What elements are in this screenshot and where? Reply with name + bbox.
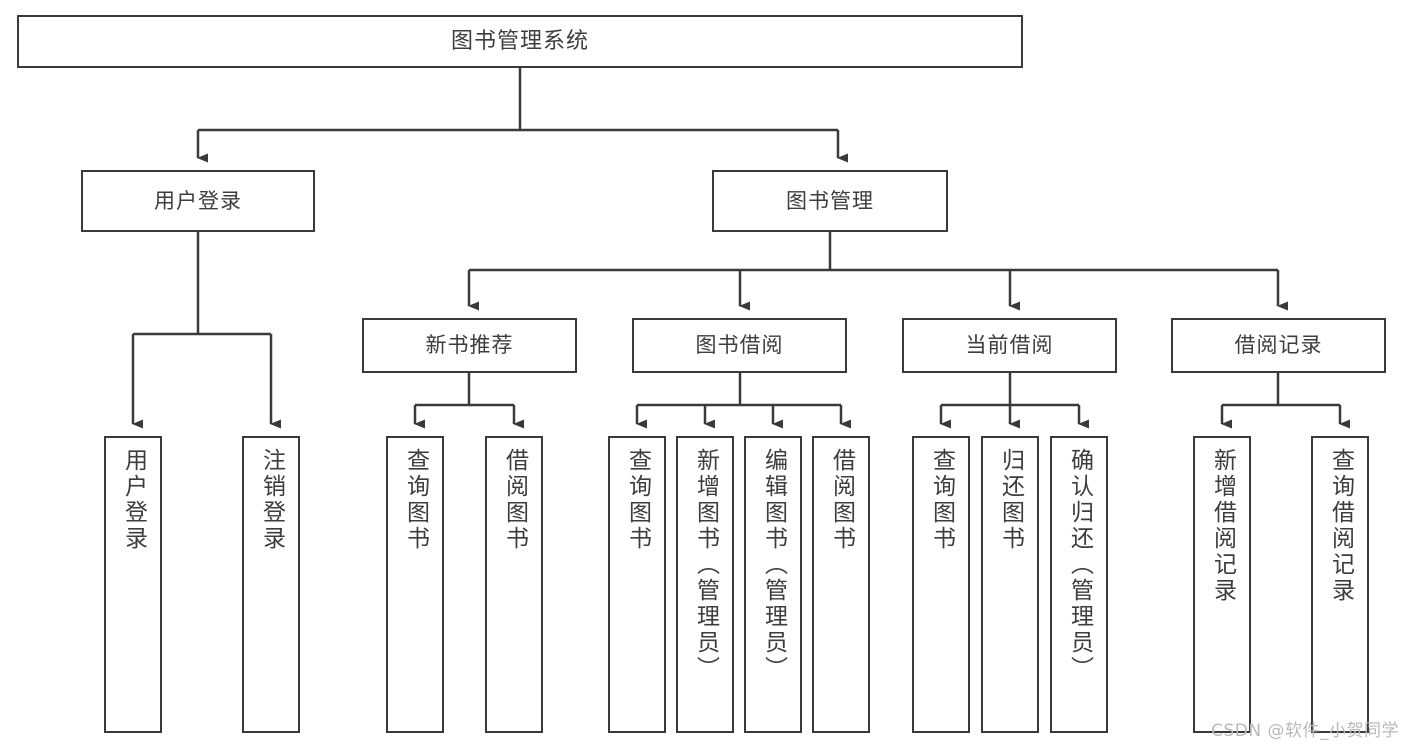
leaf-logout-label: 注销登录 [258, 448, 285, 552]
node-root[interactable]: 图书管理系统 [17, 15, 1023, 68]
leaf-query-borrow-record-label: 查询借阅记录 [1327, 448, 1354, 604]
node-new-book-recommendation-label: 新书推荐 [425, 333, 514, 358]
node-current-borrow[interactable]: 当前借阅 [902, 318, 1117, 373]
node-book-borrow-label: 图书借阅 [695, 333, 784, 358]
leaf-add-book-admin-label: 新增图书（管理员） [692, 448, 719, 682]
leaf-user-login[interactable]: 用户登录 [104, 436, 162, 733]
node-book-management-label: 图书管理 [786, 188, 874, 213]
leaf-query-book-rec[interactable]: 查询图书 [386, 436, 444, 733]
leaf-confirm-return-admin-label: 确认归还（管理员） [1066, 448, 1093, 682]
leaf-borrow-book[interactable]: 借阅图书 [812, 436, 870, 733]
watermark: CSDN @软件_小贺同学 [1211, 721, 1399, 741]
node-new-book-recommendation[interactable]: 新书推荐 [362, 318, 577, 373]
leaf-borrow-book-rec-label: 借阅图书 [501, 448, 528, 552]
leaf-query-book-current[interactable]: 查询图书 [912, 436, 970, 733]
node-book-management[interactable]: 图书管理 [712, 170, 948, 232]
node-borrow-record[interactable]: 借阅记录 [1171, 318, 1386, 373]
leaf-query-borrow-record[interactable]: 查询借阅记录 [1311, 436, 1369, 733]
leaf-logout[interactable]: 注销登录 [242, 436, 300, 733]
leaf-confirm-return-admin[interactable]: 确认归还（管理员） [1050, 436, 1108, 733]
leaf-query-book-borrow[interactable]: 查询图书 [608, 436, 666, 733]
node-book-borrow[interactable]: 图书借阅 [632, 318, 847, 373]
leaf-query-book-current-label: 查询图书 [928, 448, 955, 552]
node-user-login-label: 用户登录 [154, 188, 242, 213]
node-root-label: 图书管理系统 [450, 28, 589, 54]
node-borrow-record-label: 借阅记录 [1234, 333, 1323, 358]
node-user-login[interactable]: 用户登录 [81, 170, 315, 232]
leaf-edit-book-admin-label: 编辑图书（管理员） [760, 448, 787, 682]
leaf-query-book-borrow-label: 查询图书 [624, 448, 651, 552]
leaf-user-login-label: 用户登录 [120, 448, 147, 552]
leaf-borrow-book-label: 借阅图书 [828, 448, 855, 552]
leaf-borrow-book-rec[interactable]: 借阅图书 [485, 436, 543, 733]
leaf-query-book-rec-label: 查询图书 [402, 448, 429, 552]
leaf-add-borrow-record[interactable]: 新增借阅记录 [1193, 436, 1251, 733]
leaf-add-book-admin[interactable]: 新增图书（管理员） [676, 436, 734, 733]
leaf-return-book-label: 归还图书 [997, 448, 1024, 552]
node-current-borrow-label: 当前借阅 [965, 333, 1054, 358]
leaf-add-borrow-record-label: 新增借阅记录 [1209, 448, 1236, 604]
leaf-edit-book-admin[interactable]: 编辑图书（管理员） [744, 436, 802, 733]
leaf-return-book[interactable]: 归还图书 [981, 436, 1039, 733]
